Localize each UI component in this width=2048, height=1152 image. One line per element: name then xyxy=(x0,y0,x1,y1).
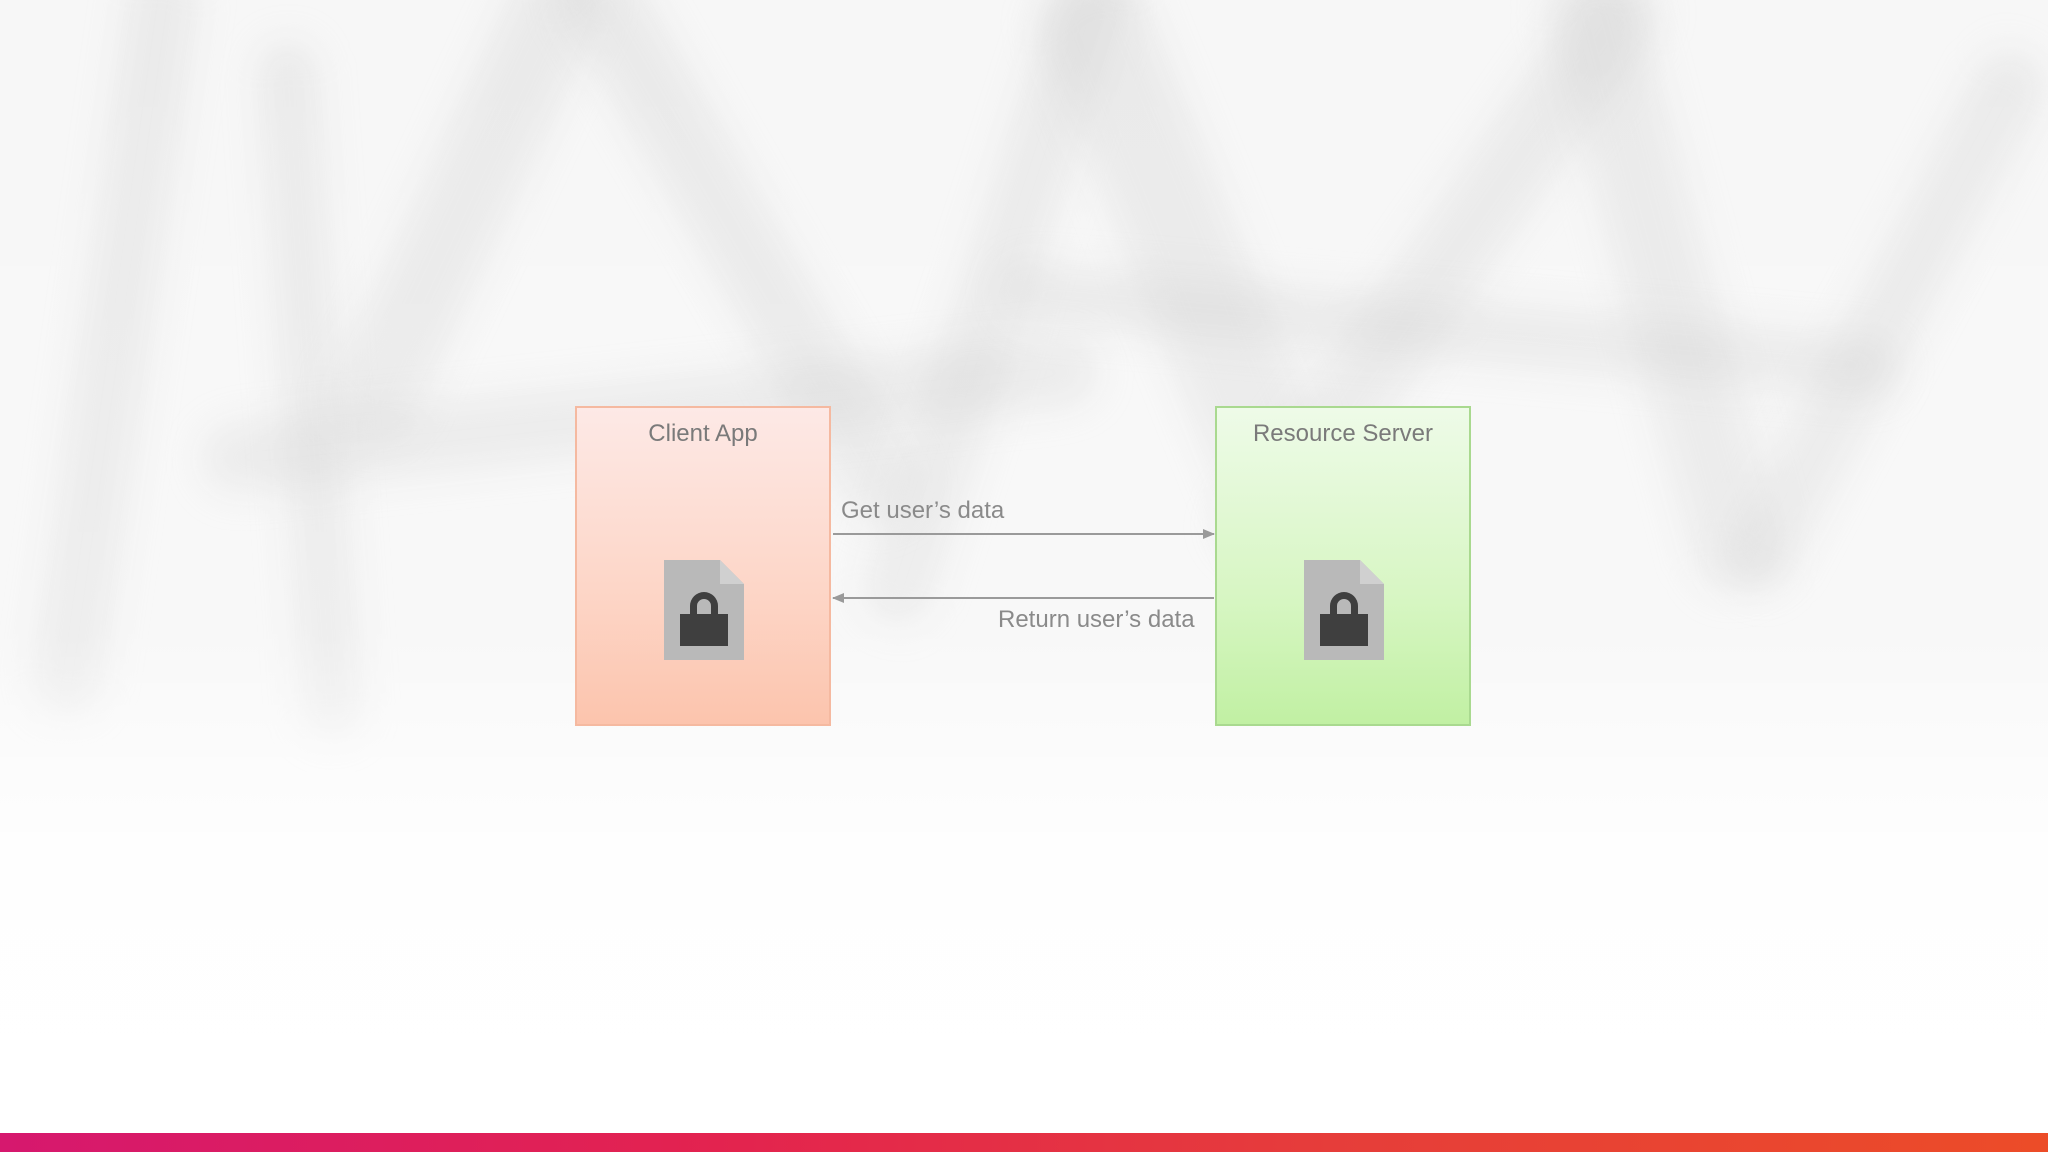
resource-server-label: Resource Server xyxy=(1252,420,1434,447)
client-app-label: Client App xyxy=(648,420,758,447)
response-label: Return user’s data xyxy=(998,606,1195,633)
lock-document-icon xyxy=(1304,560,1384,660)
resource-server-box: Resource Server xyxy=(1215,406,1471,726)
client-app-box: Client App xyxy=(575,406,831,726)
request-label: Get user’s data xyxy=(841,497,1005,524)
bottom-accent-bar xyxy=(0,1133,2048,1152)
lock-document-icon xyxy=(664,560,744,660)
